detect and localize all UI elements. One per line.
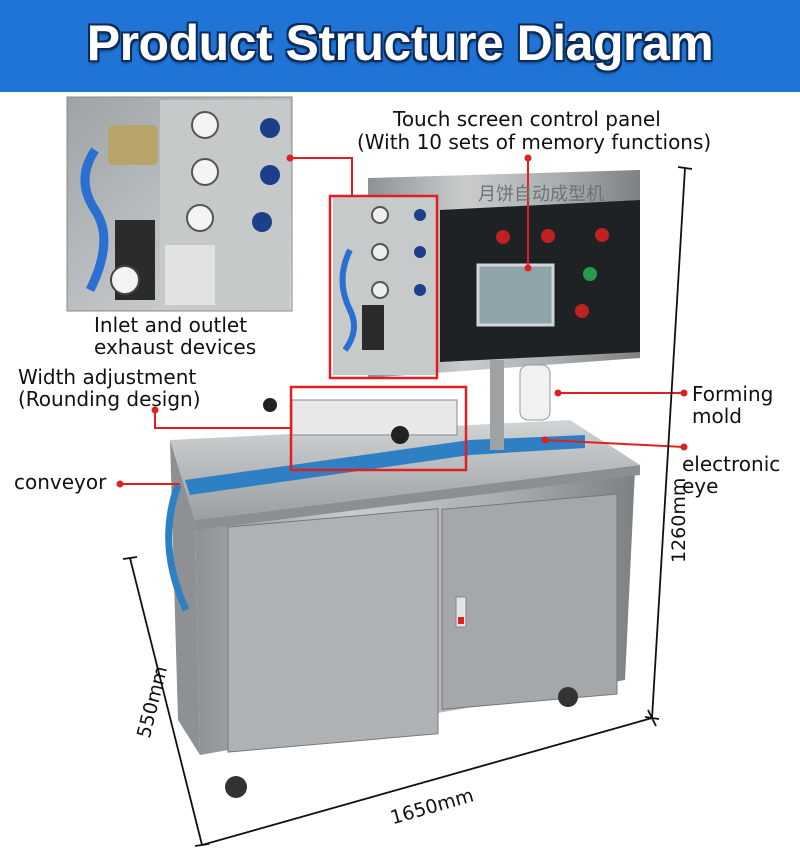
dimension-lines: [122, 166, 693, 847]
conveyor-text: conveyor: [14, 470, 107, 494]
page-title: Product Structure Diagram: [86, 15, 714, 71]
inlet-outlet-line1: Inlet and outlet: [94, 313, 248, 337]
conveyor-label: conveyor: [14, 470, 107, 494]
forming-mold-line1: Forming: [692, 382, 774, 406]
width-adjustment-label: Width adjustment (Rounding design): [18, 366, 201, 411]
touch-screen-label-line2: (With 10 sets of memory functions): [357, 130, 712, 154]
electronic-eye-line2: eye: [682, 474, 719, 499]
touch-screen-sublabel: (With 10 sets of memory functions): [357, 130, 712, 154]
title-banner: Product Structure Diagram: [0, 0, 800, 92]
inlet-outlet-line2: exhaust devices: [94, 335, 257, 360]
touch-screen-label: Touch screen control panel: [393, 107, 661, 131]
electronic-eye-line1: electronic: [682, 452, 781, 476]
height-dimension-label: 1260mm: [668, 477, 690, 563]
width-adjustment-line2: (Rounding design): [18, 387, 201, 412]
panel-engraving-text: 月饼自动成型机: [478, 184, 604, 205]
forming-mold-line2: mold: [692, 404, 742, 429]
inlet-outlet-label: Inlet and outlet exhaust devices: [94, 314, 256, 359]
width-adjustment-line1: Width adjustment: [18, 365, 197, 389]
inlet-outlet-highlight-box: [328, 194, 439, 380]
machine-illustration: 月饼自动成型机: [66, 96, 693, 847]
callout-leaders: [120, 157, 685, 485]
forming-mold-label: Forming mold: [692, 383, 773, 428]
callout-dots: [116, 154, 688, 488]
touch-screen-label-line1: Touch screen control panel: [393, 107, 661, 131]
inset-photo: [66, 96, 293, 312]
electronic-eye-label: electronic eye: [682, 453, 780, 498]
